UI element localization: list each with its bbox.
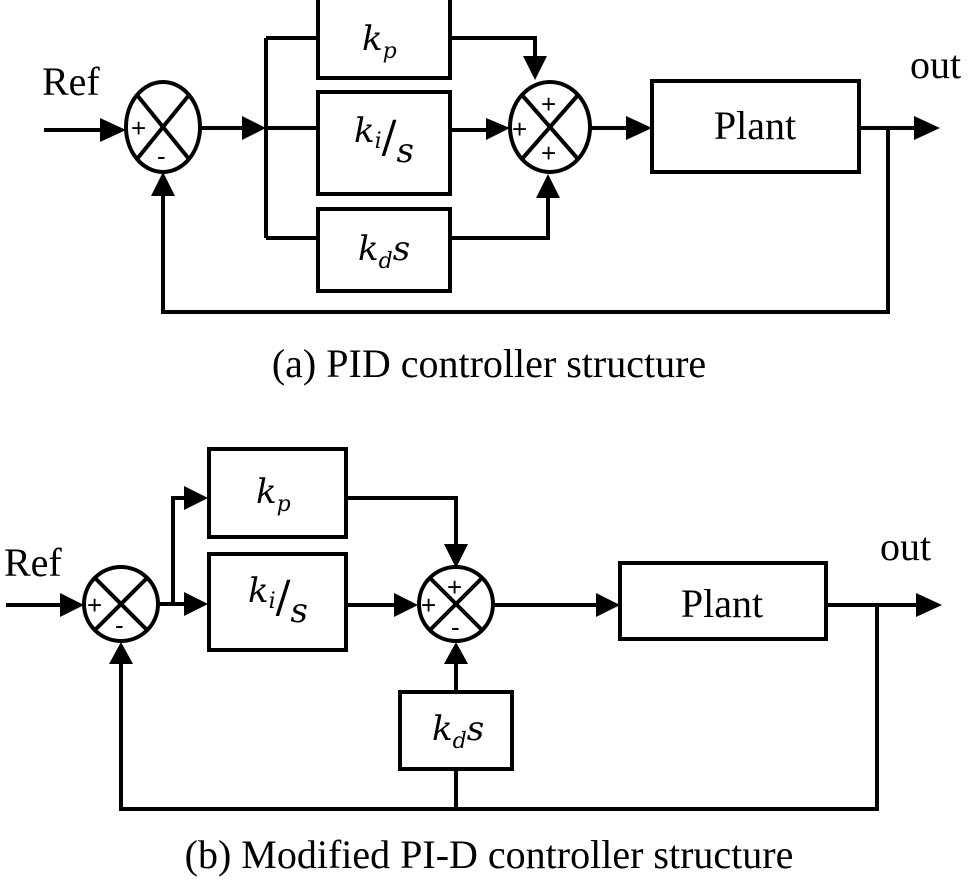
svg-text:ki/s: ki/s [354, 111, 414, 171]
sign-minus: - [451, 612, 460, 642]
ref-label-b: Ref [4, 540, 62, 585]
summing-junction-2-a: + + + [508, 80, 592, 174]
kp-block-b: kp [207, 447, 348, 539]
out-label-a: out [910, 42, 961, 87]
summing-junction-1-a: + - [124, 80, 202, 174]
sign-plus: + [421, 590, 436, 620]
arrow-icon [914, 116, 940, 140]
plant-block-b: Plant [618, 561, 828, 641]
svg-text:kp: kp [256, 472, 291, 517]
ki-block-a: ki/s [316, 90, 452, 196]
svg-text:kds: kds [432, 709, 484, 754]
summing-junction-2-b: + + - [417, 565, 495, 643]
kd-block-b: kds [398, 690, 514, 771]
svg-text:Plant: Plant [681, 581, 763, 626]
caption-b: (b) Modified PI-D controller structure [185, 832, 794, 877]
svg-text:kds: kds [358, 229, 410, 274]
sign-minus: - [115, 610, 124, 640]
caption-a: (a) PID controller structure [272, 341, 706, 386]
svg-text:kp: kp [362, 19, 397, 64]
kd-out-line-a [450, 196, 550, 240]
arrow-icon [60, 593, 84, 617]
sign-plus: + [87, 590, 102, 620]
ki-block-b: ki/s [207, 552, 348, 652]
arrow-icon [394, 593, 418, 617]
sign-minus: - [157, 141, 166, 171]
arrow-icon [596, 593, 620, 617]
plant-block-a: Plant [650, 79, 861, 174]
kd-block-a: kds [316, 207, 452, 293]
svg-text:Plant: Plant [714, 103, 796, 148]
summing-junction-1-b: + - [82, 565, 160, 643]
arrow-icon [109, 642, 133, 664]
sign-plus: + [447, 572, 462, 602]
arrow-icon [626, 116, 652, 140]
kp-out-line-a [450, 36, 537, 60]
sign-plus: + [541, 89, 556, 119]
sign-plus: + [541, 138, 556, 168]
arrow-icon [444, 544, 468, 568]
svg-text:ki/s: ki/s [248, 571, 308, 631]
kp-out-line-b [346, 496, 458, 548]
arrow-icon [444, 642, 468, 664]
feedback-line-a [161, 128, 890, 314]
arrow-icon [151, 172, 175, 196]
arrow-icon [486, 118, 510, 140]
panel-a: Ref + - kp ki/s [42, 0, 961, 386]
out-label-b: out [880, 524, 931, 569]
arrow-icon [916, 593, 942, 617]
sign-plus: + [131, 113, 146, 143]
feedback-line-b [119, 605, 879, 811]
panel-b: Ref + - kp ki/s [4, 447, 942, 877]
line-to-kp-b [171, 496, 192, 604]
arrow-icon [184, 592, 208, 616]
ref-label-a: Ref [42, 59, 100, 104]
arrow-icon [523, 56, 547, 80]
arrow-icon [242, 116, 266, 140]
sign-plus: + [512, 114, 527, 144]
arrow-icon [184, 486, 208, 510]
arrow-icon [100, 118, 126, 142]
kp-block-a: kp [316, 0, 452, 80]
arrow-icon [536, 174, 560, 198]
